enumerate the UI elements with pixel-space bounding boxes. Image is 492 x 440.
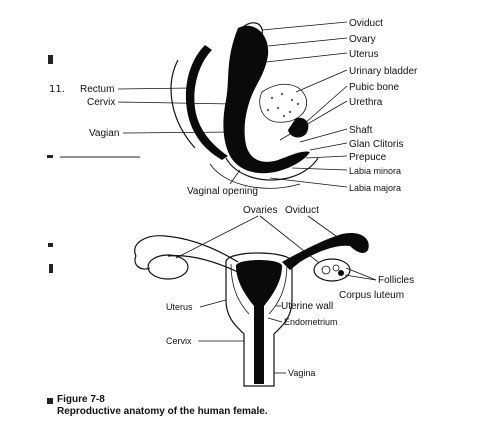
label-cervix-front: Cervix: [166, 336, 192, 346]
frontal-view-drawing: [134, 232, 369, 387]
uterus-shape: [223, 25, 310, 174]
label-corpus-luteum: Corpus luteum: [339, 290, 404, 301]
label-oviduct: Oviduct: [349, 18, 383, 29]
label-rectum: Rectum: [80, 84, 114, 95]
sagittal-left-labels: Rectum Cervix Vagian: [80, 84, 119, 139]
sagittal-view-drawing: [170, 22, 319, 189]
label-uterus-side: Uterus: [349, 49, 378, 60]
label-shaft: Shaft: [349, 125, 373, 136]
label-vagina: Vagina: [288, 368, 315, 378]
rectum-shape: [185, 45, 228, 160]
frontal-labels: Ovaries Oviduct Follicles Corpus luteum …: [166, 205, 414, 378]
uterus-body-shape: [225, 252, 293, 387]
label-glan-clitoris: Glan Clitoris: [349, 139, 403, 150]
right-oviduct-shape: [282, 232, 369, 270]
label-vagian: Vagian: [89, 128, 119, 139]
label-follicles: Follicles: [378, 275, 414, 286]
sagittal-right-leaders: [261, 21, 348, 188]
label-labia-minora: Labia minora: [349, 166, 401, 176]
label-urinary-bladder: Urinary bladder: [349, 66, 418, 77]
label-oviduct-top: Oviduct: [285, 205, 319, 216]
label-endometrium: Endometrium: [284, 317, 338, 327]
right-ovary-shape: [313, 258, 351, 282]
label-vaginal-opening: Vaginal opening: [187, 186, 258, 197]
margin-specks: [47, 55, 140, 404]
label-ovaries: Ovaries: [243, 205, 277, 216]
label-ovary: Ovary: [349, 34, 376, 45]
uterine-cavity-shape: [236, 260, 282, 384]
label-labia-majora: Labia majora: [349, 183, 401, 193]
label-prepuce: Prepuce: [349, 152, 387, 163]
label-uterine-wall: Uterine wall: [281, 301, 333, 312]
label-uterus-front: Uterus: [166, 302, 193, 312]
frontal-leaders: [175, 215, 377, 374]
sagittal-right-labels: Oviduct Ovary Uterus Urinary bladder Pub…: [349, 18, 418, 193]
left-ovary-shape: [147, 254, 189, 280]
label-cervix-side: Cervix: [87, 97, 115, 108]
figure-number: Figure 7-8: [57, 394, 105, 405]
item-number: 11.: [49, 84, 65, 95]
label-urethra: Urethra: [349, 97, 383, 108]
sagittal-left-leaders: [117, 87, 233, 134]
label-pubic-bone: Pubic bone: [349, 82, 399, 93]
bladder-shape: [259, 84, 308, 123]
figure-caption: Reproductive anatomy of the human female…: [57, 406, 268, 417]
